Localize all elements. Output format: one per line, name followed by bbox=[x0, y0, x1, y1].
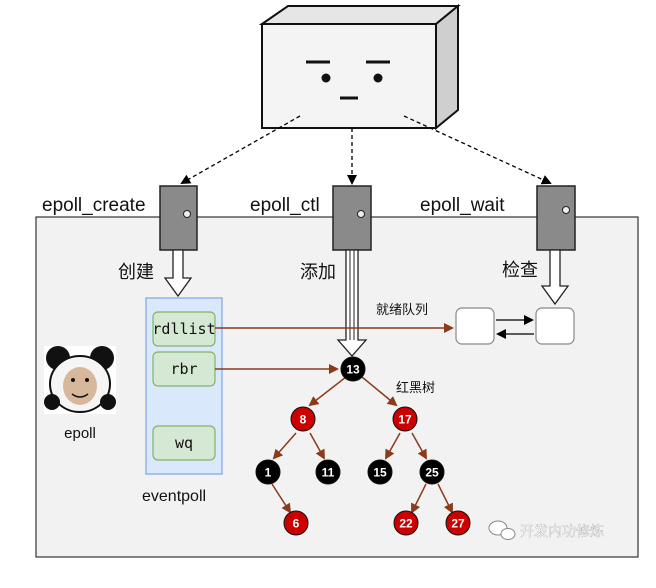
door-ctl-icon bbox=[332, 185, 372, 251]
tree-node-circle bbox=[255, 459, 281, 485]
tree-node-label: 1 bbox=[265, 466, 272, 480]
door-create-icon bbox=[159, 185, 198, 251]
tree-edges bbox=[271, 376, 453, 514]
tree-node-label: 13 bbox=[346, 363, 360, 377]
arrow-to-create bbox=[180, 115, 301, 184]
tree-node-label: 6 bbox=[293, 517, 300, 531]
epoll-ctl-label: epoll_ctl bbox=[250, 195, 320, 216]
eventpoll-title: eventpoll bbox=[142, 488, 206, 505]
tree-node-25: 25 bbox=[419, 459, 445, 485]
tree-node-17: 17 bbox=[392, 406, 418, 432]
arrow-to-wait bbox=[403, 115, 552, 185]
epoll-wait-label: epoll_wait bbox=[420, 195, 505, 216]
tree-node-label: 11 bbox=[322, 466, 335, 480]
epoll-panda-icon bbox=[44, 346, 116, 414]
rdllist-label: rdllist bbox=[152, 320, 215, 338]
epoll-create-label: epoll_create bbox=[42, 195, 146, 216]
tree-node-label: 25 bbox=[425, 466, 439, 480]
rbtree-label: 红黑树 bbox=[396, 380, 435, 396]
tree-node-circle bbox=[419, 459, 445, 485]
wechat-icon bbox=[488, 520, 516, 540]
create-hollow-arrow bbox=[163, 249, 193, 298]
wq-field: wq bbox=[152, 425, 216, 461]
tree-node-22: 22 bbox=[393, 510, 419, 536]
tree-node-circle bbox=[445, 510, 471, 536]
tree-node-label: 15 bbox=[373, 466, 387, 480]
tree-node-11: 11 bbox=[315, 459, 341, 485]
epoll-label: epoll bbox=[64, 425, 96, 442]
process-box-icon bbox=[258, 3, 461, 131]
tree-node-circle bbox=[340, 356, 366, 382]
add-action-label: 添加 bbox=[300, 262, 336, 283]
tree-node-label: 27 bbox=[451, 517, 465, 531]
tree-node-label: 8 bbox=[300, 413, 307, 427]
watermark: 开发内功修炼 bbox=[488, 520, 604, 540]
door-wait-icon bbox=[536, 185, 576, 251]
tree-node-1: 1 bbox=[255, 459, 281, 485]
ready-queue-label: 就绪队列 bbox=[376, 303, 428, 318]
add-hollow-arrow bbox=[336, 249, 368, 357]
tree-node-circle bbox=[393, 510, 419, 536]
tree-node-circle bbox=[290, 406, 316, 432]
rdllist-field: rdllist bbox=[152, 311, 216, 347]
ready-item-1 bbox=[455, 307, 495, 345]
tree-node-13: 13 bbox=[340, 356, 366, 382]
tree-node-15: 15 bbox=[367, 459, 393, 485]
check-action-label: 检查 bbox=[502, 260, 538, 281]
check-hollow-arrow bbox=[540, 249, 570, 306]
tree-node-6: 6 bbox=[283, 510, 309, 536]
ready-item-2 bbox=[535, 307, 575, 345]
tree-node-circle bbox=[283, 510, 309, 536]
rbr-label: rbr bbox=[170, 360, 197, 378]
tree-node-8: 8 bbox=[290, 406, 316, 432]
tree-node-27: 27 bbox=[445, 510, 471, 536]
tree-node-circle bbox=[392, 406, 418, 432]
watermark-label: 开发内功修炼 bbox=[520, 524, 604, 540]
tree-node-circle bbox=[315, 459, 341, 485]
tree-node-label: 17 bbox=[398, 413, 412, 427]
main-panel bbox=[35, 216, 639, 558]
tree-node-circle bbox=[367, 459, 393, 485]
tree-node-label: 22 bbox=[399, 517, 413, 531]
wq-label: wq bbox=[175, 434, 193, 452]
create-action-label: 创建 bbox=[118, 262, 154, 283]
rbr-field: rbr bbox=[152, 351, 216, 387]
